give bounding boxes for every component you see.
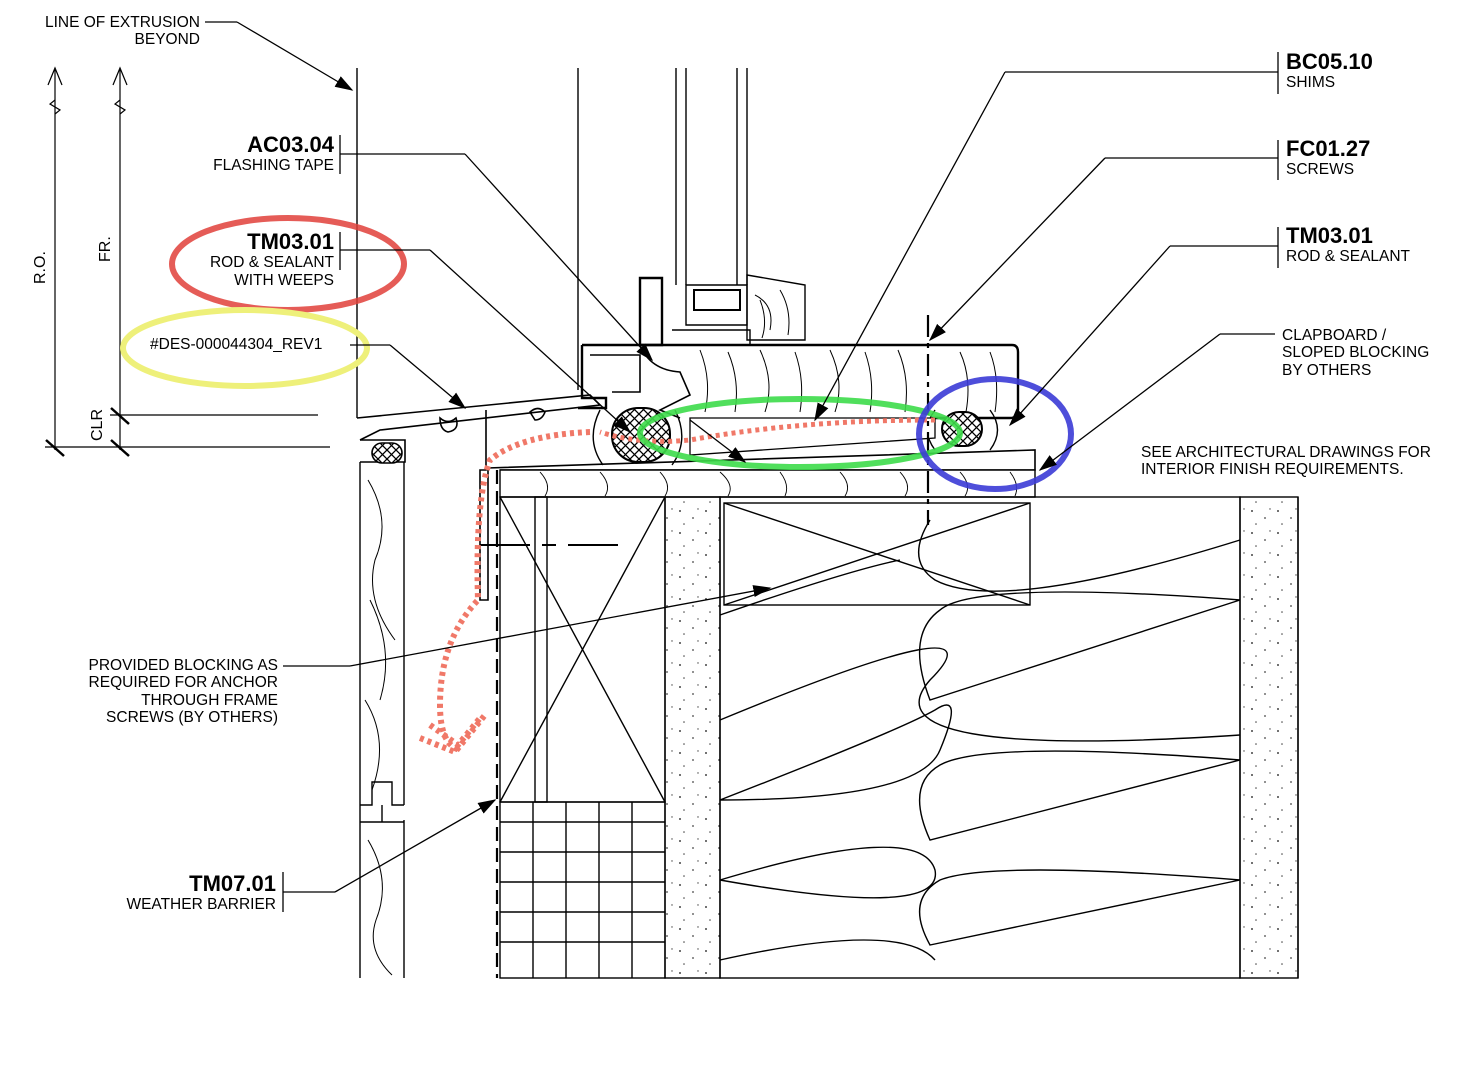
note-line-1: SEE ARCHITECTURAL DRAWINGS FOR (1141, 444, 1431, 461)
highlight-green-ellipse (637, 396, 963, 470)
callout-code: TM03.01 (1286, 223, 1373, 248)
callout-line-1: LINE OF EXTRUSION (44, 14, 200, 31)
callout-desc: ROD & SEALANT (1286, 248, 1411, 266)
note-line-2: INTERIOR FINISH REQUIREMENTS. (1141, 461, 1404, 479)
callout-line-2: BEYOND (134, 31, 200, 49)
wall-structure (359, 315, 1299, 979)
callout-code: TM03.01 (247, 229, 334, 254)
callout-tm0301-right: TM03.01 ROD & SEALANT (1286, 223, 1411, 266)
callout-desc-1: ROD & SEALANT (209, 254, 334, 272)
shim (689, 417, 936, 456)
backer-rod-left-small (371, 442, 403, 464)
callout-desc: WEATHER BARRIER (126, 896, 276, 914)
callout-blocking: PROVIDED BLOCKING AS REQUIRED FOR ANCHOR… (40, 657, 279, 727)
callout-code: FC01.27 (1286, 136, 1371, 161)
callout-line-2: SLOPED BLOCKING (1282, 344, 1430, 362)
highlight-blue-ellipse (916, 376, 1074, 492)
callout-line-1: PROVIDED BLOCKING AS (88, 657, 279, 674)
callout-fc0127: FC01.27 SCREWS (1286, 136, 1371, 179)
dimension-ro: R.O. (32, 251, 49, 284)
callout-tm0301-left: TM03.01 ROD & SEALANT WITH WEEPS (150, 229, 334, 289)
callout-ac0304: AC03.04 FLASHING TAPE (150, 132, 334, 175)
callout-clapboard: CLAPBOARD / SLOPED BLOCKING BY OTHERS (1282, 327, 1429, 379)
dimension-lines (45, 66, 330, 457)
callout-line-1: CLAPBOARD / (1282, 327, 1387, 344)
callout-tm0701: TM07.01 WEATHER BARRIER (60, 871, 276, 914)
design-reference-tag: #DES-000044304_REV1 (150, 336, 323, 353)
callout-line-4: SCREWS (BY OTHERS) (106, 709, 278, 727)
leader-lines (205, 21, 1279, 912)
callout-code: TM07.01 (189, 871, 276, 896)
callout-bc0510: BC05.10 SHIMS (1286, 49, 1373, 92)
callout-line-3: THROUGH FRAME (141, 691, 278, 709)
dimension-fr: FR. (97, 236, 114, 262)
callout-desc: SHIMS (1286, 74, 1336, 92)
callout-code: BC05.10 (1286, 49, 1373, 74)
callout-desc: FLASHING TAPE (213, 157, 334, 175)
callout-desc-2: WITH WEEPS (234, 271, 334, 289)
callout-code: AC03.04 (247, 132, 334, 157)
callout-line-of-extrusion: LINE OF EXTRUSION BEYOND (20, 14, 200, 49)
window-frame (356, 68, 1020, 420)
callout-desc: SCREWS (1286, 161, 1355, 179)
architectural-note: SEE ARCHITECTURAL DRAWINGS FOR INTERIOR … (1141, 444, 1431, 479)
callout-line-3: BY OTHERS (1282, 361, 1372, 379)
callout-line-2: REQUIRED FOR ANCHOR (88, 674, 278, 692)
dimension-clr: CLR (89, 408, 106, 441)
highlight-yellow-ellipse (120, 307, 370, 389)
